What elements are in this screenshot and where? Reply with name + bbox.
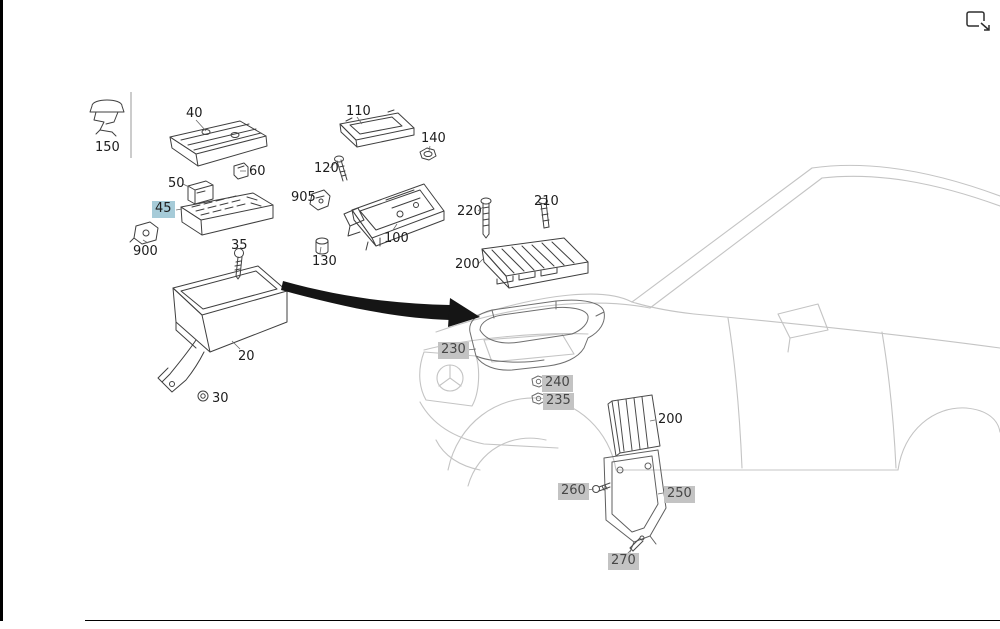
part-drawing-cover-40[interactable] (169, 120, 268, 167)
transfer-arrow (281, 281, 480, 327)
part-label-200-right[interactable]: 200 (658, 412, 683, 427)
part-drawing-bracket-900[interactable] (129, 221, 159, 245)
part-drawing-nut-30[interactable] (197, 390, 209, 402)
part-label-900[interactable]: 900 (133, 244, 158, 259)
part-drawing-bracket-250[interactable] (603, 449, 667, 553)
part-label-235[interactable]: 235 (543, 393, 574, 410)
part-drawing-bushing-130[interactable] (315, 237, 329, 255)
part-label-140[interactable]: 140 (421, 131, 446, 146)
part-drawing-housing-20[interactable] (157, 265, 288, 393)
part-drawing-screw-220[interactable] (480, 197, 492, 239)
part-label-200-left[interactable]: 200 (455, 257, 480, 272)
part-label-60[interactable]: 60 (249, 164, 266, 179)
part-label-35[interactable]: 35 (231, 238, 248, 253)
window-export-icon[interactable] (966, 11, 992, 33)
part-label-260[interactable]: 260 (558, 483, 589, 500)
part-drawing-relay-50[interactable] (187, 180, 214, 205)
car-outline-sketch (419, 164, 1000, 487)
part-label-150[interactable]: 150 (95, 140, 120, 155)
part-label-270[interactable]: 270 (608, 553, 639, 570)
part-label-50[interactable]: 50 (168, 176, 185, 191)
part-label-40[interactable]: 40 (186, 106, 203, 121)
part-label-240[interactable]: 240 (542, 375, 573, 392)
part-label-100[interactable]: 100 (384, 231, 409, 246)
part-drawing-fusebox-45[interactable] (180, 192, 274, 236)
part-drawing-grommet-150[interactable] (89, 99, 125, 137)
leader-lines (142, 116, 664, 557)
part-label-20[interactable]: 20 (238, 349, 255, 364)
part-label-250[interactable]: 250 (664, 486, 695, 503)
part-label-120[interactable]: 120 (314, 161, 339, 176)
part-label-220[interactable]: 220 (457, 204, 482, 219)
part-drawing-bracket-110[interactable] (339, 109, 415, 148)
part-drawing-ecu-200-right[interactable] (607, 394, 661, 457)
part-drawing-screw-120[interactable] (334, 155, 348, 182)
part-label-30[interactable]: 30 (212, 391, 229, 406)
left-border-line (0, 0, 3, 621)
part-label-110[interactable]: 110 (346, 104, 371, 119)
part-label-130[interactable]: 130 (312, 254, 337, 269)
part-drawing-screw-35[interactable] (234, 248, 244, 280)
part-drawing-screw-260[interactable] (592, 482, 611, 493)
part-drawing-clip-60[interactable] (233, 162, 249, 180)
part-drawing-tray-230[interactable] (469, 299, 605, 371)
part-drawing-bracket-905[interactable] (309, 189, 331, 211)
part-drawing-screw-210[interactable] (538, 197, 550, 229)
part-label-230[interactable]: 230 (438, 342, 469, 359)
part-label-210[interactable]: 210 (534, 194, 559, 209)
part-label-905[interactable]: 905 (291, 190, 316, 205)
part-drawing-pin-270[interactable] (629, 535, 645, 552)
part-drawing-ecu-200-left[interactable] (481, 237, 589, 289)
part-label-45-selected[interactable]: 45 (152, 201, 175, 218)
part-drawing-module-100[interactable] (343, 183, 445, 251)
part-drawing-nut-140[interactable] (419, 147, 437, 161)
bottom-border-line (85, 620, 1000, 621)
